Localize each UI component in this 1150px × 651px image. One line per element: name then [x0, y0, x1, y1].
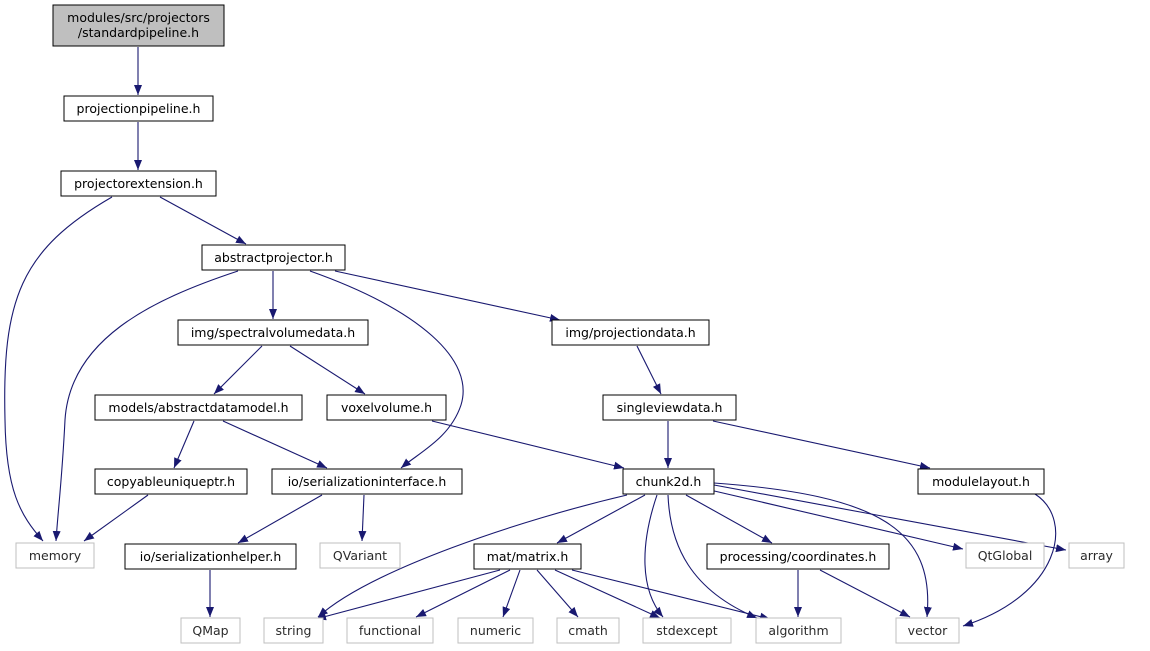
- node-voxelvolume-h[interactable]: voxelvolume.h: [326, 394, 447, 421]
- node-singleviewdata-h[interactable]: singleviewdata.h: [602, 394, 737, 421]
- edge-chunk2d-to-string: [317, 494, 628, 618]
- edge-chunk2d-to-array: [713, 484, 1067, 553]
- node-projectorextension-h[interactable]: projectorextension.h: [60, 170, 217, 197]
- edge-copyableuniqueptr-to-memory: [83, 494, 149, 542]
- edge-matrix-to-stdexcept: [554, 569, 661, 619]
- edge-abstractdatamodel-to-copyableuniqueptr: [173, 420, 195, 469]
- node-label: processing/coordinates.h: [720, 549, 877, 564]
- node-label: modulelayout.h: [932, 474, 1030, 489]
- edge-singleviewdata-to-modulelayout: [712, 420, 931, 470]
- edge-chunk2d-to-algorithm: [667, 494, 758, 619]
- node-label: numeric: [470, 623, 521, 638]
- node-label: projectionpipeline.h: [77, 101, 201, 116]
- node-qtglobal: QtGlobal: [965, 542, 1045, 569]
- node-standardpipeline-line2: /standardpipeline.h: [78, 25, 199, 40]
- node-label: QVariant: [333, 548, 387, 563]
- node-processing-coordinates-h[interactable]: processing/coordinates.h: [706, 543, 890, 570]
- node-label: stdexcept: [656, 623, 717, 638]
- node-io-serializationinterface-h[interactable]: io/serializationinterface.h: [271, 468, 463, 495]
- edge-coordinates-to-vector: [819, 569, 911, 618]
- node-label: abstractprojector.h: [214, 250, 333, 265]
- node-numeric: numeric: [457, 617, 534, 644]
- node-stdexcept: stdexcept: [642, 617, 732, 644]
- node-label: chunk2d.h: [636, 474, 702, 489]
- node-algorithm: algorithm: [755, 617, 842, 644]
- node-label: voxelvolume.h: [341, 400, 432, 415]
- node-models-abstractdatamodel-h[interactable]: models/abstractdatamodel.h: [94, 394, 303, 421]
- node-projectionpipeline-h[interactable]: projectionpipeline.h: [63, 95, 214, 122]
- edge-chunk2d-to-coordinates: [685, 494, 773, 544]
- edge-projectorextension-to-abstractprojector: [159, 196, 247, 245]
- node-label: copyableuniqueptr.h: [107, 474, 235, 489]
- node-label: memory: [29, 548, 82, 563]
- dependency-edges: [4, 47, 1067, 627]
- node-modulelayout-h[interactable]: modulelayout.h: [917, 468, 1045, 495]
- node-standardpipeline-line1: modules/src/projectors: [67, 10, 210, 25]
- node-qvariant: QVariant: [319, 542, 401, 569]
- node-img-projectiondata-h[interactable]: img/projectiondata.h: [551, 319, 710, 346]
- edge-matrix-to-numeric: [502, 569, 521, 618]
- node-label: QMap: [192, 623, 228, 638]
- edge-chunk2d-to-stdexcept: [644, 494, 664, 618]
- edge-abstractdatamodel-to-serializationinterface: [222, 420, 328, 469]
- node-array: array: [1068, 542, 1125, 569]
- node-label: vector: [908, 623, 949, 638]
- edge-chunk2d-to-matrix: [556, 494, 646, 544]
- edge-abstractprojector-to-memory: [52, 270, 239, 542]
- edge-matrix-to-string: [315, 569, 501, 621]
- edge-projectorextension-to-memory: [4, 196, 113, 542]
- edge-modulelayout-to-vector: [962, 493, 1057, 627]
- edge-abstractprojector-to-projectiondata: [334, 270, 561, 322]
- node-abstractprojector-h[interactable]: abstractprojector.h: [201, 244, 346, 271]
- edge-projectiondata-to-singleviewdata: [636, 345, 662, 395]
- node-label: QtGlobal: [978, 548, 1033, 563]
- node-qmap: QMap: [180, 617, 241, 644]
- node-mat-matrix-h[interactable]: mat/matrix.h: [473, 543, 582, 570]
- node-label: mat/matrix.h: [487, 549, 569, 564]
- edge-serializationinterface-to-serializationhelper: [237, 494, 323, 544]
- node-img-spectralvolumedata-h[interactable]: img/spectralvolumedata.h: [177, 319, 369, 346]
- edge-serializationinterface-to-qvariant: [358, 494, 367, 542]
- edge-voxelvolume-to-chunk2d: [431, 420, 625, 470]
- node-label: models/abstractdatamodel.h: [108, 400, 288, 415]
- node-label: cmath: [568, 623, 608, 638]
- edge-matrix-to-cmath: [536, 569, 579, 618]
- node-label: io/serializationinterface.h: [288, 474, 447, 489]
- edge-spectralvolumedata-to-voxelvolume: [289, 345, 366, 395]
- node-label: projectorextension.h: [74, 176, 203, 191]
- node-label: functional: [359, 623, 421, 638]
- node-string: string: [263, 617, 324, 644]
- node-label: algorithm: [768, 623, 828, 638]
- edge-chunk2d-to-vector: [713, 482, 932, 618]
- edge-chunk2d-to-qtglobal: [709, 489, 964, 551]
- edge-matrix-to-functional: [415, 569, 511, 618]
- node-standardpipeline-h[interactable]: modules/src/projectors /standardpipeline…: [52, 4, 225, 47]
- node-vector: vector: [895, 617, 960, 644]
- node-memory: memory: [15, 542, 95, 569]
- node-io-serializationhelper-h[interactable]: io/serializationhelper.h: [124, 543, 297, 570]
- node-chunk2d-h[interactable]: chunk2d.h: [622, 468, 715, 495]
- node-functional: functional: [346, 617, 434, 644]
- node-copyableuniqueptr-h[interactable]: copyableuniqueptr.h: [94, 468, 248, 495]
- node-label: io/serializationhelper.h: [140, 549, 282, 564]
- node-label: img/spectralvolumedata.h: [191, 325, 355, 340]
- node-label: img/projectiondata.h: [565, 325, 695, 340]
- edge-abstractprojector-to-serializationinterface: [309, 270, 464, 469]
- node-label: string: [276, 623, 312, 638]
- node-label: array: [1080, 548, 1113, 563]
- node-cmath: cmath: [556, 617, 620, 644]
- edge-spectralvolumedata-to-abstractdatamodel: [213, 345, 263, 395]
- edge-matrix-to-algorithm: [571, 569, 771, 621]
- node-label: singleviewdata.h: [617, 400, 723, 415]
